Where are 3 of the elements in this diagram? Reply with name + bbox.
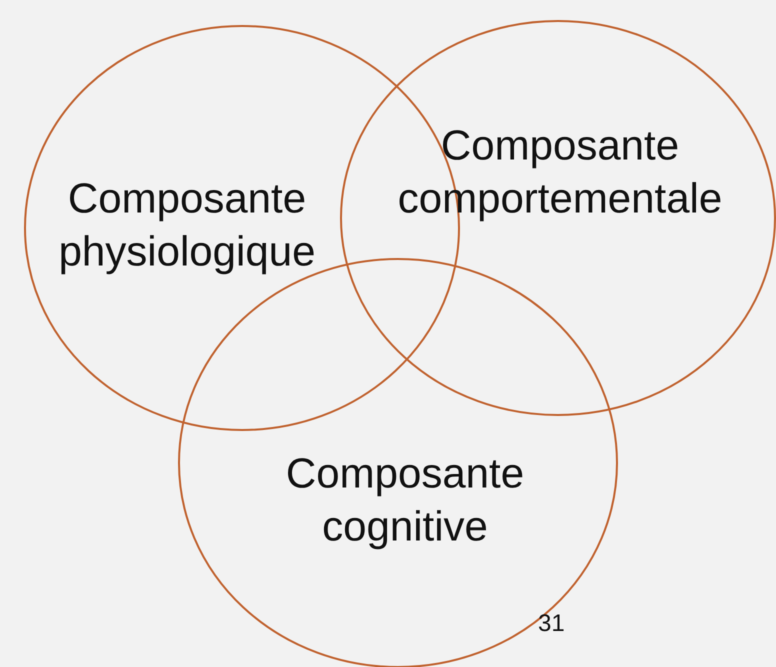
page-number: 31 bbox=[538, 610, 565, 638]
circle-label: Composante physiologique bbox=[58, 174, 316, 276]
circle-label: Composante cognitive bbox=[286, 448, 524, 552]
